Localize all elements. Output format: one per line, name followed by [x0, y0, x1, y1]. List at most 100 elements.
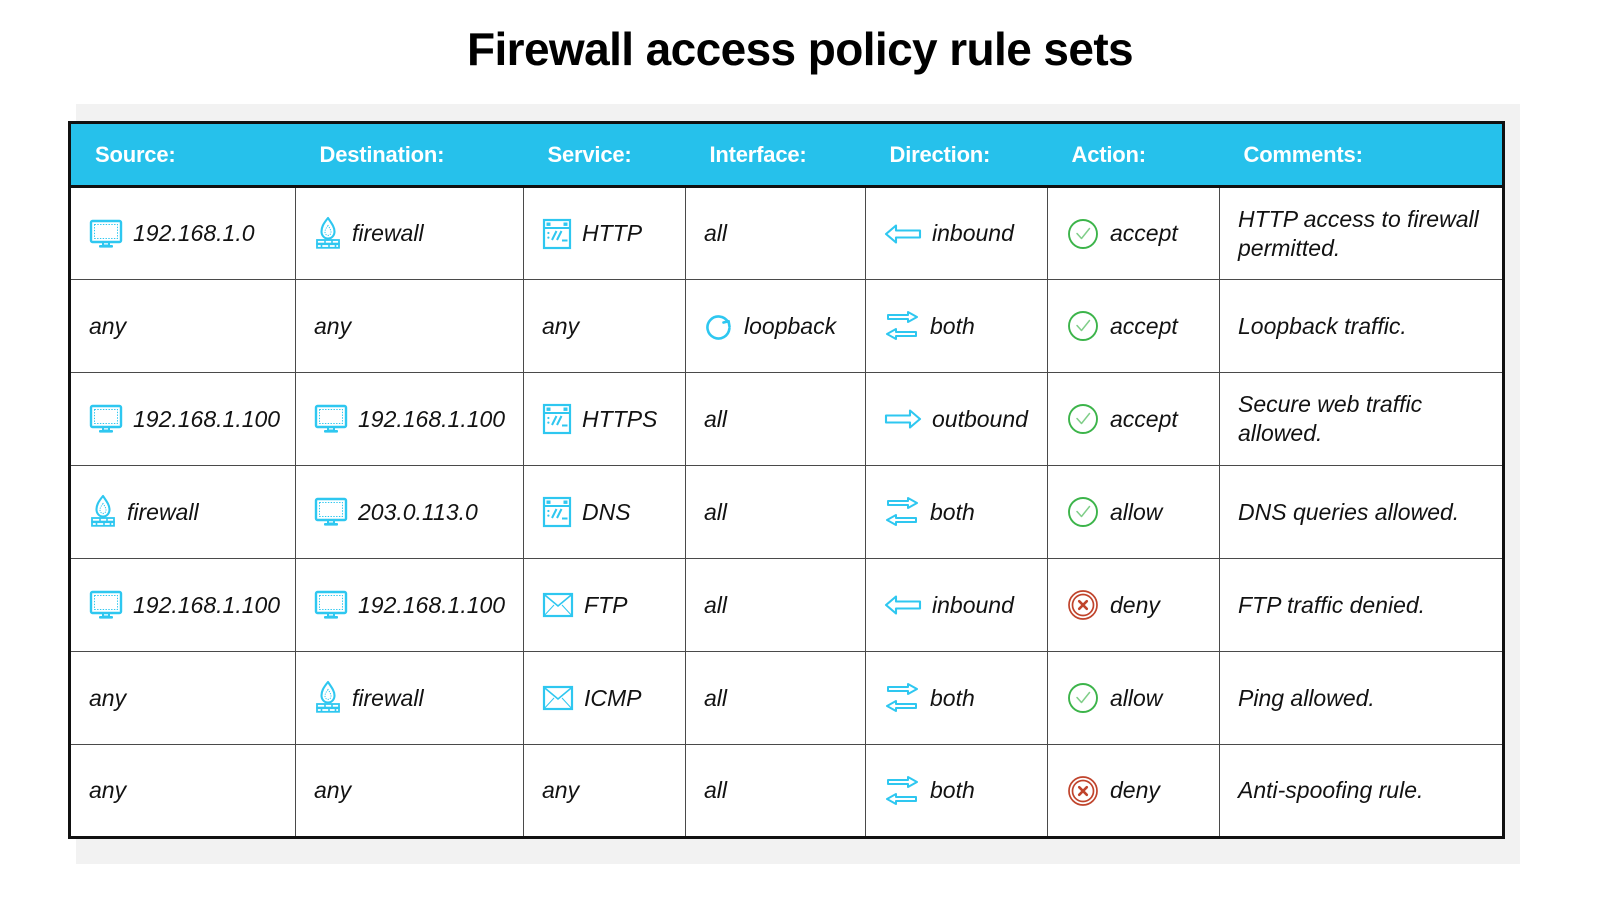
- x-circle-icon: [1066, 774, 1100, 808]
- cell-content: both: [884, 310, 1035, 342]
- arrows-both-icon: [884, 310, 920, 342]
- arrow-left-icon: [884, 594, 922, 616]
- cell-content: 192.168.1.0: [89, 219, 283, 249]
- cell-source: any: [69, 744, 296, 838]
- cell-source: 192.168.1.0: [69, 186, 296, 280]
- cell-source: 192.168.1.100: [69, 558, 296, 652]
- cell-action-label: deny: [1110, 777, 1160, 804]
- cell-content: FTP: [542, 591, 673, 620]
- cell-action-label: accept: [1110, 312, 1178, 339]
- cell-service: ICMP: [523, 651, 686, 745]
- cell-direction-label: both: [930, 498, 975, 525]
- page-title: Firewall access policy rule sets: [466, 23, 1134, 75]
- cell-source: firewall: [69, 465, 296, 559]
- cell-interface-label: all: [704, 405, 728, 432]
- table-header: Source: Destination: Service: Interface:…: [69, 122, 1504, 187]
- cell-action: accept: [1047, 186, 1220, 280]
- cell-content: deny: [1066, 774, 1207, 808]
- cell-service: FTP: [523, 558, 686, 652]
- check-circle-icon: [1066, 309, 1100, 343]
- cell-action-label: deny: [1110, 591, 1160, 618]
- cell-content: 192.168.1.100: [314, 590, 511, 620]
- cell-interface-label: all: [704, 684, 728, 711]
- firewall-icon: [314, 680, 342, 716]
- cell-interface: loopback: [685, 279, 866, 373]
- browser-icon: [542, 496, 572, 528]
- monitor-icon: [89, 219, 123, 249]
- arrows-both-icon: [884, 682, 920, 714]
- cell-content: 192.168.1.100: [314, 404, 511, 434]
- cell-interface: all: [685, 465, 866, 559]
- envelope-icon: [542, 592, 574, 618]
- cell-source: any: [69, 279, 296, 373]
- column-header-service: Service:: [523, 122, 686, 187]
- browser-icon: [542, 403, 572, 435]
- cell-content: inbound: [884, 591, 1035, 620]
- cell-content: outbound: [884, 405, 1035, 434]
- cell-action-label: accept: [1110, 405, 1178, 432]
- cell-source-label: any: [89, 777, 127, 804]
- cell-service-label: ICMP: [584, 684, 642, 711]
- cell-content: accept: [1066, 402, 1207, 436]
- cell-content: loopback: [704, 311, 853, 341]
- cell-action-label: allow: [1110, 684, 1163, 711]
- cell-content: all: [704, 498, 853, 527]
- cell-content: any: [89, 312, 283, 341]
- column-header-action: Action:: [1047, 122, 1220, 187]
- cell-service: DNS: [523, 465, 686, 559]
- table-header-row: Source: Destination: Service: Interface:…: [69, 122, 1504, 187]
- cell-action-label: allow: [1110, 498, 1163, 525]
- check-circle-icon: [1066, 495, 1100, 529]
- cell-direction: both: [865, 744, 1048, 838]
- monitor-icon: [314, 590, 348, 620]
- check-circle-icon: [1066, 217, 1100, 251]
- cell-content: any: [542, 776, 673, 805]
- cell-destination: firewall: [295, 651, 524, 745]
- arrow-right-icon: [884, 408, 922, 430]
- column-header-direction: Direction:: [865, 122, 1048, 187]
- cell-direction-label: inbound: [932, 591, 1014, 618]
- cell-source: 192.168.1.100: [69, 372, 296, 466]
- cell-service-label: HTTPS: [582, 405, 658, 432]
- table-row: 192.168.1.100 192.168.1.100 HTTPS all outbou…: [69, 372, 1504, 466]
- rules-table-wrapper: Source: Destination: Service: Interface:…: [68, 121, 1505, 839]
- cell-content: inbound: [884, 219, 1035, 248]
- cell-content: all: [704, 684, 853, 713]
- cell-source-label: any: [89, 684, 127, 711]
- cell-content: allow: [1066, 495, 1207, 529]
- monitor-icon: [89, 590, 123, 620]
- cell-content: accept: [1066, 309, 1207, 343]
- cell-content: allow: [1066, 681, 1207, 715]
- cell-content: any: [314, 776, 511, 805]
- cell-interface: all: [685, 744, 866, 838]
- cell-interface-label: all: [704, 777, 728, 804]
- cell-content: 203.0.113.0: [314, 497, 511, 527]
- cell-interface: all: [685, 651, 866, 745]
- cell-interface-label: all: [704, 220, 728, 247]
- monitor-icon: [89, 404, 123, 434]
- cell-action: accept: [1047, 372, 1220, 466]
- arrows-both-icon: [884, 496, 920, 528]
- cell-comments: HTTP access to firewall permitted.: [1219, 186, 1504, 280]
- cell-direction: outbound: [865, 372, 1048, 466]
- cell-direction: both: [865, 279, 1048, 373]
- monitor-icon: [314, 404, 348, 434]
- cell-service: any: [523, 279, 686, 373]
- cell-action: allow: [1047, 465, 1220, 559]
- cell-content: firewall: [89, 494, 283, 530]
- cell-source-label: any: [89, 312, 127, 339]
- cell-content: HTTPS: [542, 403, 673, 435]
- envelope-icon: [542, 685, 574, 711]
- cell-action: accept: [1047, 279, 1220, 373]
- cell-source-label: 192.168.1.100: [133, 591, 281, 618]
- cell-content: all: [704, 591, 853, 620]
- column-header-interface: Interface:: [685, 122, 866, 187]
- cell-comments: Secure web traffic allowed.: [1219, 372, 1504, 466]
- cell-service-label: any: [542, 312, 580, 339]
- cell-destination-label: firewall: [352, 220, 424, 247]
